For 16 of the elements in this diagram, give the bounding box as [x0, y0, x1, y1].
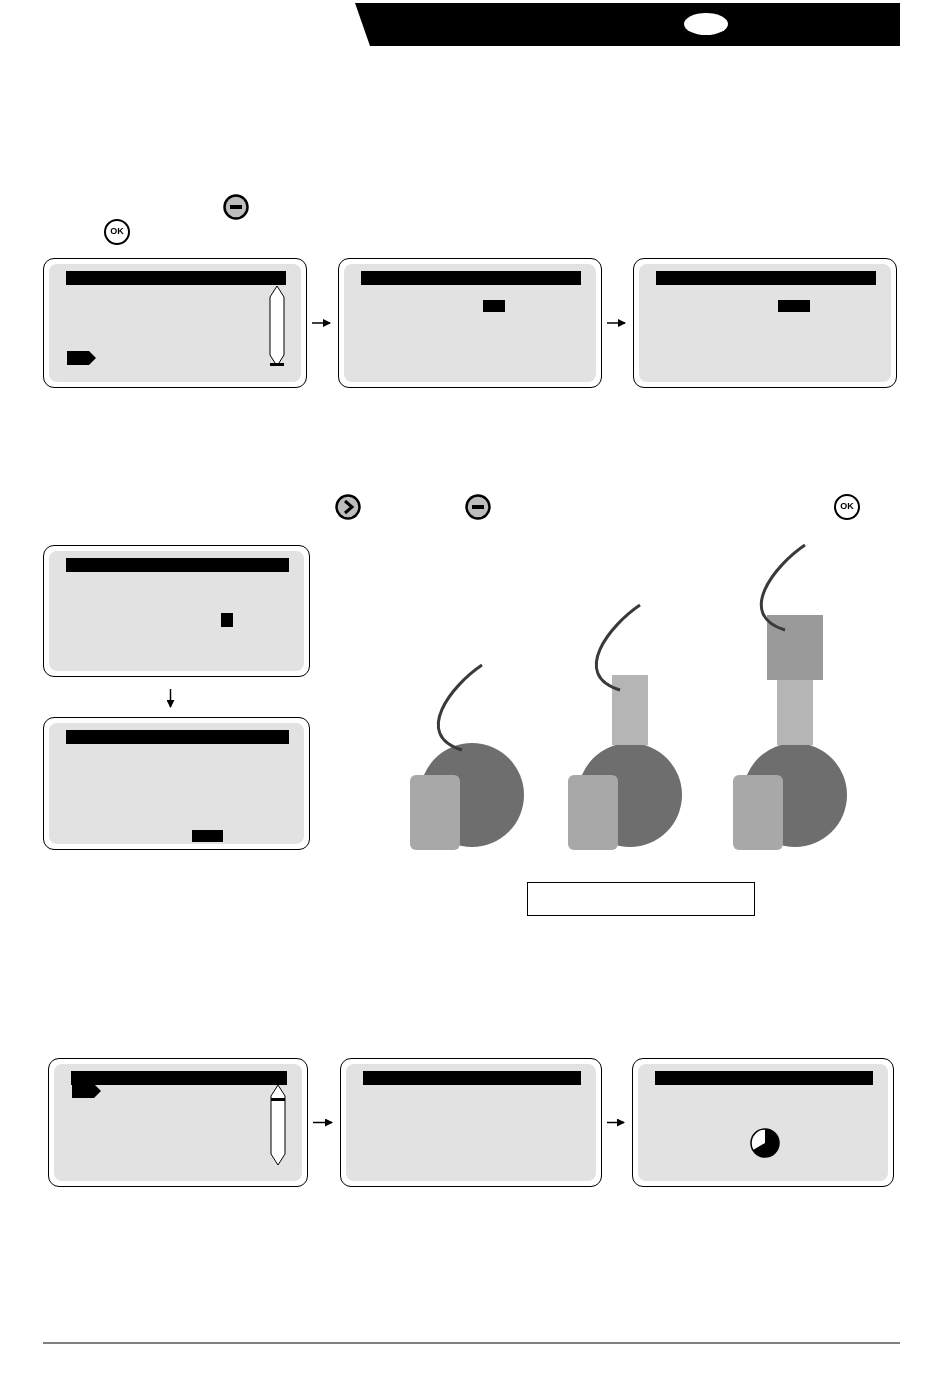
lcd-screen — [632, 1058, 894, 1187]
lcd-screen — [43, 717, 310, 850]
arrow — [606, 1118, 625, 1127]
arrow — [312, 1118, 333, 1127]
lcd-screen — [338, 258, 602, 388]
lcd-screen — [340, 1058, 602, 1187]
lcd-screen — [633, 258, 897, 388]
lcd-screen — [48, 1058, 308, 1187]
lcd-screen — [43, 545, 310, 677]
arrow — [311, 319, 331, 327]
empty-caption-box — [527, 882, 755, 916]
ok-button: OK — [834, 494, 860, 520]
ok-button: OK — [104, 219, 130, 245]
arrow — [166, 688, 175, 708]
lcd-screen — [43, 258, 307, 388]
arrow — [606, 319, 626, 327]
